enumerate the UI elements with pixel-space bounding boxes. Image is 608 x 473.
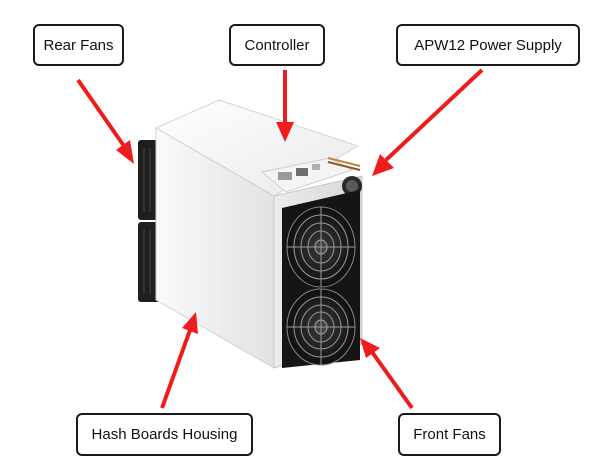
rear-fan-block	[138, 140, 160, 302]
label-front-fans: Front Fans	[398, 413, 501, 456]
front-fan-lower	[282, 282, 360, 368]
controller-module	[260, 157, 361, 193]
arrow-power-supply	[372, 68, 484, 176]
arrow-front-fans	[360, 338, 414, 410]
label-rear-fans: Rear Fans	[33, 24, 124, 66]
label-power-supply: APW12 Power Supply	[396, 24, 580, 66]
arrow-controller	[276, 70, 294, 142]
label-controller: Controller	[229, 24, 325, 66]
label-hash-boards-housing: Hash Boards Housing	[76, 413, 253, 456]
arrow-hash-boards	[160, 312, 198, 409]
arrow-rear-fans	[76, 78, 134, 164]
front-fan-upper	[282, 190, 360, 304]
